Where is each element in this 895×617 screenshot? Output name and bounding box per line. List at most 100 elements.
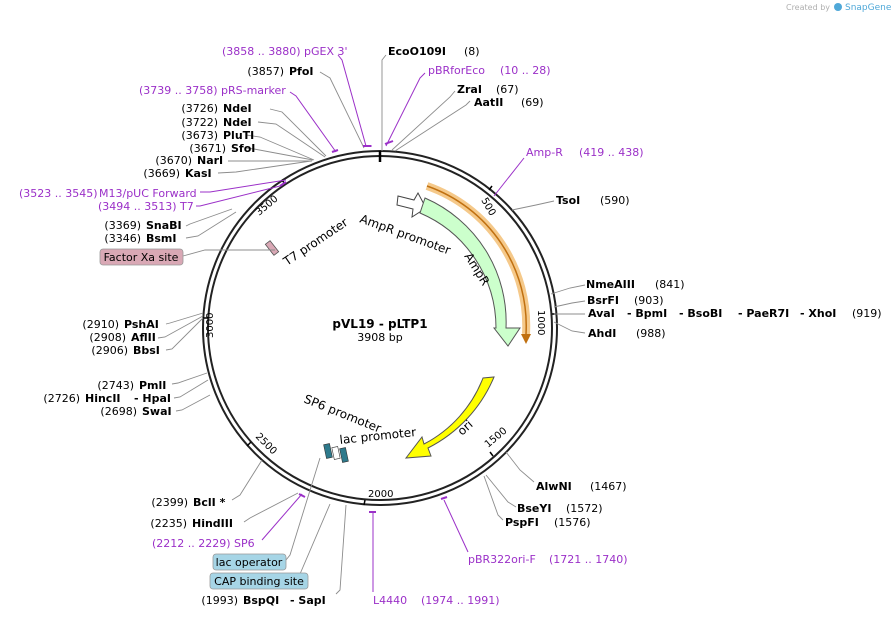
enzyme-hpai[interactable]: - HpaI xyxy=(134,392,171,405)
tick-3000: 3000 xyxy=(205,313,216,338)
lac-promoter-label: lac promoter xyxy=(339,425,417,447)
primer-amp-r-range: (419 .. 438) xyxy=(579,146,644,159)
primer-pbr322ori-f-range: (1721 .. 1740) xyxy=(549,553,628,566)
enzyme-sapi[interactable]: - SapI xyxy=(290,594,326,607)
primer-pgex3-range: (3858 .. 3880) xyxy=(222,45,301,58)
enzyme-bsrfi[interactable]: BsrFI xyxy=(587,294,619,307)
enzyme-nmeaiii[interactable]: NmeAIII xyxy=(586,278,635,291)
enzyme-bspqi[interactable]: BspQI xyxy=(243,594,279,607)
primer-pbrforeco-range: (10 .. 28) xyxy=(500,64,551,77)
enzyme-1993-pos: (1993) xyxy=(201,594,238,607)
cap-site-box[interactable] xyxy=(209,572,309,590)
enzyme-swai[interactable]: SwaI xyxy=(142,405,172,418)
enzyme-aatii[interactable]: AatII xyxy=(474,96,503,109)
ori-arrow xyxy=(404,376,495,459)
enzyme-pmli[interactable]: PmlI xyxy=(139,379,166,392)
credit-brand: SnapGene xyxy=(845,3,892,13)
enzyme-alwni-pos: (1467) xyxy=(590,480,627,493)
enzyme-tsoi-pos: (590) xyxy=(600,194,630,207)
enzyme-bpmi[interactable]: - BpmI xyxy=(627,307,667,320)
t7-promoter-label: T7 promoter xyxy=(280,215,350,269)
tick-1000: 1000 xyxy=(535,310,546,335)
enzyme-pmli-pos: (2743) xyxy=(97,379,134,392)
snapgene-logo-icon xyxy=(834,3,842,11)
enzyme-pfoi-pos: (3857) xyxy=(247,65,284,78)
enzyme-kasi-pos: (3669) xyxy=(143,167,180,180)
plasmid-name: pVL19 - pLTP1 xyxy=(332,317,427,331)
enzyme-2726-pos: (2726) xyxy=(43,392,80,405)
plasmid-length: 3908 bp xyxy=(357,331,402,344)
lac-promoter-elements xyxy=(323,443,349,463)
enzyme-pspfi-pos: (1576) xyxy=(554,516,591,529)
enzyme-bsmi-pos: (3346) xyxy=(104,232,141,245)
enzyme-pfoi[interactable]: PfoI xyxy=(289,65,314,78)
amp-r-primer-line xyxy=(426,185,527,335)
tick-2000: 2000 xyxy=(368,489,393,500)
factor-xa-box[interactable] xyxy=(99,248,184,266)
enzyme-ahdi-pos: (988) xyxy=(636,327,666,340)
enzyme-paer7i[interactable]: - PaeR7I xyxy=(738,307,789,320)
primer-prs-marker[interactable]: pRS-marker xyxy=(221,84,286,97)
enzyme-ahdi[interactable]: AhdI xyxy=(588,327,616,340)
left-enzyme-connectors xyxy=(157,71,365,595)
enzyme-alwni[interactable]: AlwNI xyxy=(536,480,572,493)
primer-l4440[interactable]: L4440 xyxy=(373,594,407,607)
enzyme-snabi-pos: (3369) xyxy=(104,219,141,232)
enzyme-919-pos: (919) xyxy=(852,307,882,320)
enzyme-aflii-pos: (2908) xyxy=(89,331,126,344)
enzyme-tsoi[interactable]: TsoI xyxy=(556,194,580,207)
primer-l4440-range: (1974 .. 1991) xyxy=(421,594,500,607)
right-enzyme-connectors xyxy=(381,54,586,521)
primer-m13[interactable]: M13/pUC Forward xyxy=(99,187,197,200)
enzyme-kasi[interactable]: KasI xyxy=(185,167,212,180)
enzyme-pluti-pos: (3673) xyxy=(181,129,218,142)
enzyme-bbsi[interactable]: BbsI xyxy=(133,344,160,357)
enzyme-bstapi[interactable]: NdeI xyxy=(223,102,252,115)
enzyme-ndei[interactable]: NdeI xyxy=(223,116,252,129)
primer-amp-r[interactable]: Amp-R xyxy=(526,146,563,159)
enzyme-bbsi-pos: (2906) xyxy=(91,344,128,357)
primer-pbrforeco[interactable]: pBRforEco xyxy=(428,64,485,77)
credit-created-by: Created by xyxy=(786,3,830,12)
enzyme-bsmi[interactable]: BsmI xyxy=(146,232,177,245)
enzyme-pluti[interactable]: PluTI xyxy=(223,129,254,142)
primer-prs-marker-range: (3739 .. 3758) xyxy=(139,84,218,97)
lac-operator-box[interactable] xyxy=(212,553,287,571)
enzyme-avai[interactable]: AvaI xyxy=(588,307,615,320)
enzyme-nari[interactable]: NarI xyxy=(197,154,223,167)
t7-promoter-arrow xyxy=(264,240,280,256)
enzyme-hindiii-pos: (2235) xyxy=(150,517,187,530)
enzyme-sfoi[interactable]: SfoI xyxy=(231,142,255,155)
enzyme-ecoo109i[interactable]: EcoO109I xyxy=(388,45,446,58)
enzyme-nmeaiii-pos: (841) xyxy=(655,278,685,291)
enzyme-aatii-pos: (69) xyxy=(521,96,544,109)
enzyme-ecoo109i-pos: (8) xyxy=(464,45,480,58)
enzyme-aflii[interactable]: AflII xyxy=(131,331,156,344)
enzyme-hincii[interactable]: HincII xyxy=(85,392,121,405)
tick-2500: 2500 xyxy=(253,431,279,457)
primer-t7[interactable]: T7 xyxy=(179,200,194,213)
ampr-promoter-arrow xyxy=(396,191,427,218)
enzyme-ndei-pos: (3722) xyxy=(181,116,218,129)
enzyme-bseyi[interactable]: BseYI xyxy=(517,502,551,515)
primer-connectors xyxy=(196,54,525,592)
enzyme-zrai[interactable]: ZraI xyxy=(457,83,482,96)
primer-pbr322ori-f[interactable]: pBR322ori-F xyxy=(468,553,536,566)
enzyme-hindiii[interactable]: HindIII xyxy=(192,517,233,530)
amp-r-primer-arrowhead xyxy=(521,334,531,344)
primer-pgex3[interactable]: pGEX 3' xyxy=(304,45,348,58)
cap-site-label: CAP binding site xyxy=(214,575,304,588)
enzyme-sfoi-pos: (3671) xyxy=(189,142,226,155)
enzyme-pspfi[interactable]: PspFI xyxy=(505,516,539,529)
enzyme-bsobi[interactable]: - BsoBI xyxy=(679,307,722,320)
enzyme-pshai[interactable]: PshAI xyxy=(124,318,159,331)
enzyme-bsrfi-pos: (903) xyxy=(634,294,664,307)
enzyme-bcli-pos: (2399) xyxy=(151,496,188,509)
enzyme-xhoi[interactable]: - XhoI xyxy=(800,307,836,320)
enzyme-bcli[interactable]: BclI * xyxy=(193,496,226,509)
primer-sp6[interactable]: SP6 xyxy=(234,537,255,550)
primer-m13-range: (3523 .. 3545) xyxy=(19,187,98,200)
enzyme-snabi[interactable]: SnaBI xyxy=(146,219,182,232)
lac-operator-label: lac operator xyxy=(216,556,283,569)
